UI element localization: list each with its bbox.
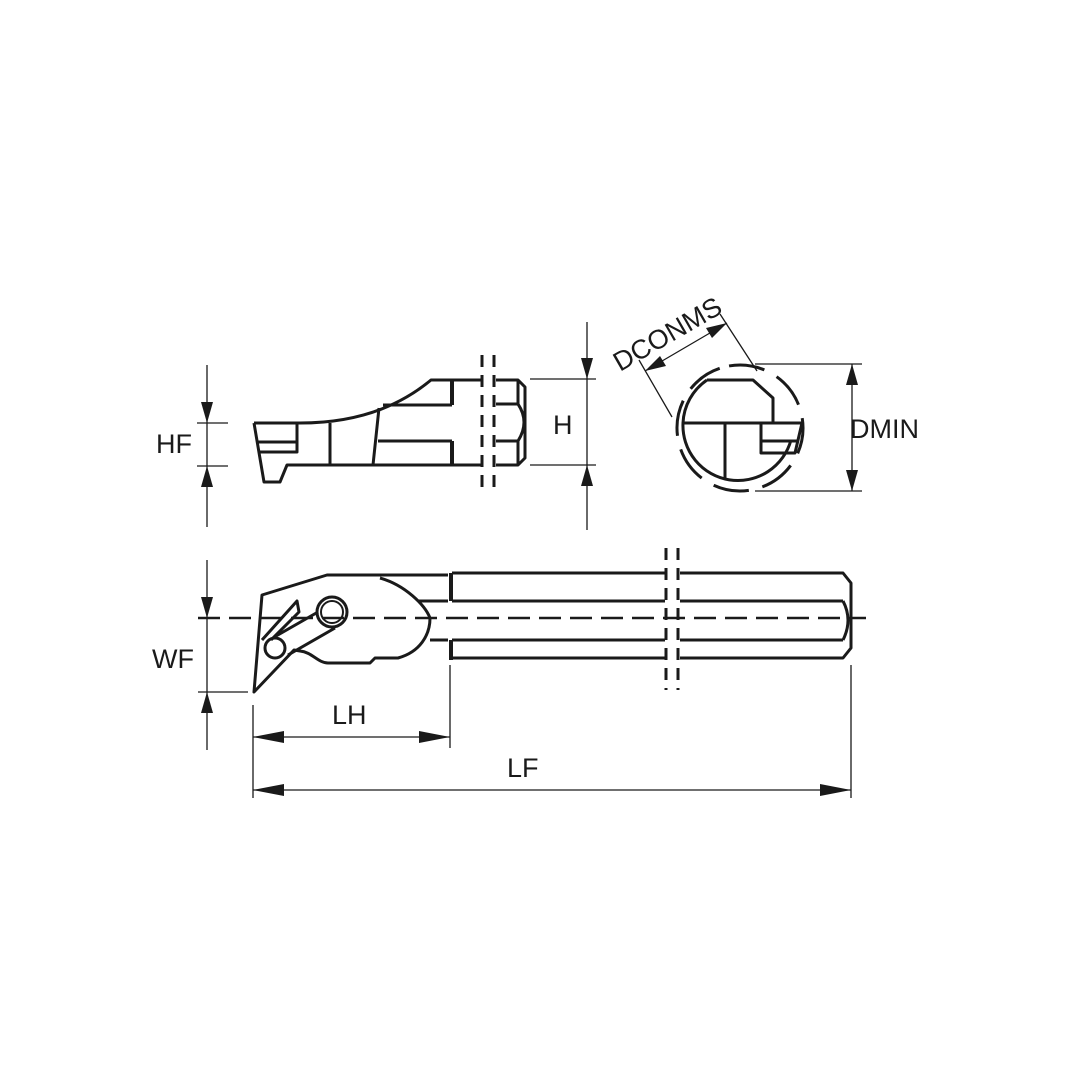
side-view: H HF <box>156 322 596 530</box>
lf-label: LF <box>507 753 539 783</box>
end-view: DCONMS DMIN <box>608 291 919 493</box>
lh-label: LH <box>332 700 367 730</box>
hf-label: HF <box>156 429 192 459</box>
h-label: H <box>553 410 573 440</box>
wf-label: WF <box>152 644 194 674</box>
dmin-label: DMIN <box>850 414 919 444</box>
top-view: WF LH LF <box>152 548 866 798</box>
